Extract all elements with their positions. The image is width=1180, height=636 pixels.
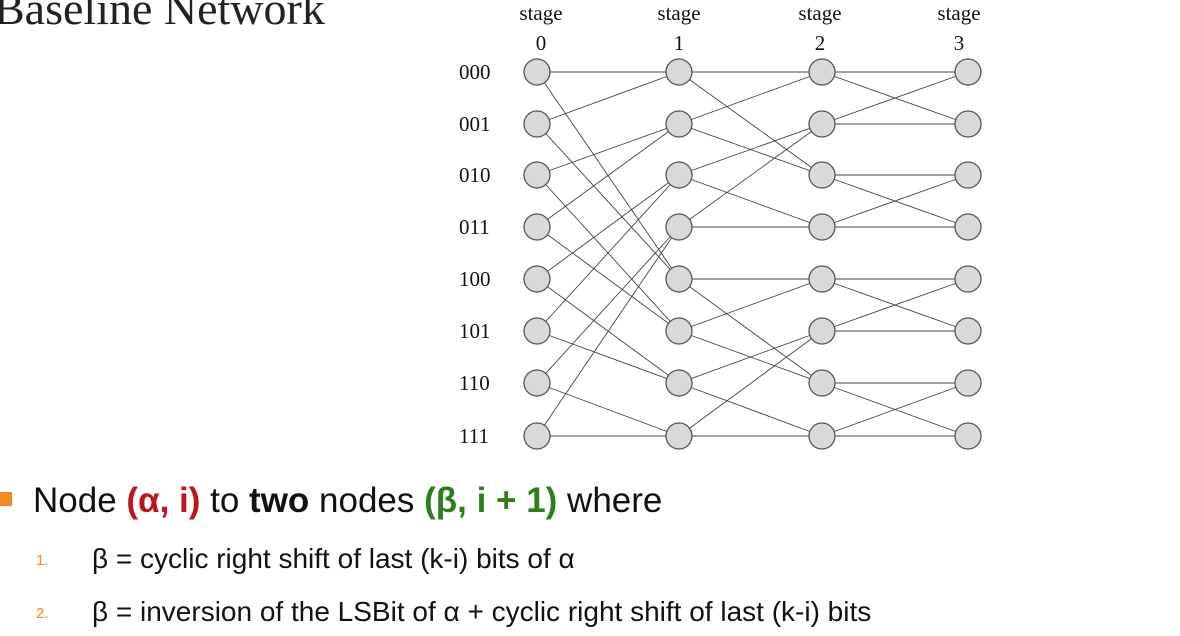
sub-item-number: 1. <box>36 552 49 569</box>
row-label-2: 010 <box>459 163 491 187</box>
edge-s0-5-to-6 <box>536 330 680 384</box>
node-stage0-row2 <box>523 161 551 189</box>
node-stage3-row1 <box>954 110 982 138</box>
node-stage0-row3 <box>523 213 551 241</box>
node-stage3-row6 <box>954 369 982 397</box>
row-label-0: 000 <box>459 60 491 84</box>
edge-s0-1-to-4 <box>536 123 680 280</box>
edge-s0-5-to-2 <box>536 174 680 332</box>
edge-s2-3-to-2 <box>821 174 969 228</box>
node-stage0-row7 <box>523 422 551 450</box>
node-stage3-row2 <box>954 161 982 189</box>
edge-s1-2-to-1 <box>678 123 823 176</box>
stage-label-word-2: stage <box>798 1 841 25</box>
node-stage3-row5 <box>954 317 982 345</box>
row-labels: 000 001 010 011 100 101 110 111 <box>459 60 491 448</box>
stage-label-num-3: 3 <box>954 31 965 55</box>
edge-s1-5-to-4 <box>678 278 823 332</box>
edge-s2-1-to-0 <box>821 71 969 125</box>
node-stage2-row6 <box>808 369 836 397</box>
square-bullet-icon <box>0 492 12 506</box>
edge-s1-0-to-2 <box>678 71 823 176</box>
alpha-i-term: (α, i) <box>126 481 201 520</box>
node-stage1-row7 <box>665 422 693 450</box>
node-stage2-row3 <box>808 213 836 241</box>
edge-s0-1-to-0 <box>536 71 680 125</box>
row-label-6: 110 <box>459 371 490 395</box>
node-stage2-row1 <box>808 110 836 138</box>
main-bullet: Node (α, i) to two nodes (β, i + 1) wher… <box>0 481 662 521</box>
row-label-5: 101 <box>459 319 491 343</box>
node-stage3-row0 <box>954 58 982 86</box>
node-stage1-row6 <box>665 369 693 397</box>
node-stage1-row1 <box>665 110 693 138</box>
edge-s1-6-to-7 <box>678 382 823 437</box>
main-bullet-to: to <box>200 481 250 520</box>
node-stage0-row1 <box>523 110 551 138</box>
stage-label-num-0: 0 <box>536 31 547 55</box>
network-nodes <box>523 58 982 450</box>
row-label-7: 111 <box>459 424 489 448</box>
sub-item-text: β = inversion of the LSBit of α + cyclic… <box>92 596 872 627</box>
node-stage2-row0 <box>808 58 836 86</box>
sub-item-1: 1. β = cyclic right shift of last (k-i) b… <box>36 543 575 575</box>
sub-item-number: 2. <box>36 605 49 622</box>
node-stage1-row4 <box>665 265 693 293</box>
stage-label-word-1: stage <box>657 1 700 25</box>
network-edges <box>536 71 969 437</box>
stage-label-num-1: 1 <box>674 31 685 55</box>
node-stage2-row2 <box>808 161 836 189</box>
two-term: two <box>249 481 310 520</box>
main-bullet-nodes: nodes <box>309 481 425 520</box>
node-stage2-row4 <box>808 265 836 293</box>
node-stage1-row2 <box>665 161 693 189</box>
node-stage3-row7 <box>954 422 982 450</box>
node-stage0-row5 <box>523 317 551 345</box>
edge-s1-3-to-1 <box>678 123 823 228</box>
edge-s0-2-to-1 <box>536 123 680 176</box>
edge-s2-7-to-6 <box>821 382 969 437</box>
edge-s1-4-to-6 <box>678 278 823 384</box>
main-bullet-prefix: Node <box>33 481 127 520</box>
edge-s2-5-to-4 <box>821 278 969 332</box>
node-stage3-row3 <box>954 213 982 241</box>
stage-label-num-2: 2 <box>815 31 826 55</box>
sub-item-2: 2. β = inversion of the LSBit of α + cycl… <box>36 596 871 628</box>
node-stage0-row6 <box>523 369 551 397</box>
edge-s0-3-to-1 <box>536 123 680 228</box>
edge-s1-7-to-5 <box>678 330 823 437</box>
node-stage2-row7 <box>808 422 836 450</box>
node-stage0-row4 <box>523 265 551 293</box>
edge-s0-7-to-3 <box>536 226 680 437</box>
stage-labels: stage 0 stage 1 stage 2 stage 3 <box>519 1 980 55</box>
stage-label-word-3: stage <box>937 1 980 25</box>
edge-s0-6-to-7 <box>536 382 680 437</box>
edge-s0-3-to-5 <box>536 226 680 332</box>
main-bullet-where: where <box>557 481 663 520</box>
node-stage3-row4 <box>954 265 982 293</box>
row-label-4: 100 <box>459 267 491 291</box>
beta-term: (β, i + 1) <box>424 481 558 520</box>
node-stage1-row5 <box>665 317 693 345</box>
node-stage0-row0 <box>523 58 551 86</box>
node-stage1-row0 <box>665 58 693 86</box>
edge-s1-2-to-3 <box>678 174 823 228</box>
node-stage1-row3 <box>665 213 693 241</box>
baseline-network-diagram: stage 0 stage 1 stage 2 stage 3 000 001 … <box>459 1 982 450</box>
row-label-3: 011 <box>459 215 490 239</box>
edge-s0-6-to-3 <box>536 226 680 384</box>
stage-label-word-0: stage <box>519 1 562 25</box>
edge-s1-1-to-0 <box>678 71 823 125</box>
page-title: Baseline Network <box>0 0 325 34</box>
edge-s1-6-to-5 <box>678 330 823 384</box>
row-label-1: 001 <box>459 112 491 136</box>
node-stage2-row5 <box>808 317 836 345</box>
edge-s0-4-to-2 <box>536 174 680 280</box>
sub-item-text: β = cyclic right shift of last (k-i) bit… <box>92 543 575 574</box>
